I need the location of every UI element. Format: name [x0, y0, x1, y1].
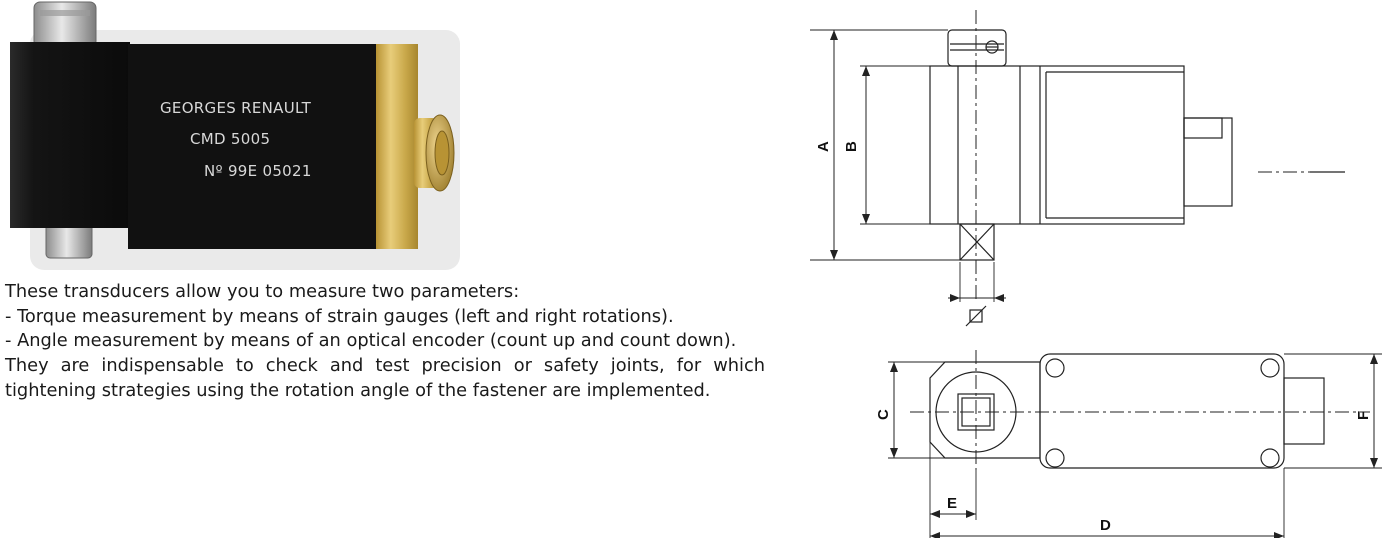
dimension-label-e: E [947, 495, 957, 512]
description-text: These transducers allow you to measure t… [5, 280, 765, 404]
dimension-label-d: D [1100, 517, 1111, 534]
engraving-serial: Nº 99E 05021 [204, 162, 312, 180]
engraving-model: CMD 5005 [190, 130, 270, 148]
connector-icon [414, 114, 455, 192]
square-drive-top [33, 1, 97, 48]
description-closing: They are indispensable to check and test… [5, 355, 765, 401]
dimension-label-f: F [1355, 411, 1372, 420]
dimension-label-a: A [815, 141, 832, 152]
product-photo: GEORGES RENAULT CMD 5005 Nº 99E 05021 [0, 0, 470, 275]
dimension-label-b: B [843, 141, 860, 152]
label-plate [128, 44, 378, 249]
engraving-brand: GEORGES RENAULT [160, 99, 312, 117]
top-view-drawing: C E D F [800, 340, 1387, 538]
dimension-label-c: C [875, 409, 892, 420]
side-view-drawing: A B [800, 0, 1360, 330]
square-drive-symbol-icon [965, 305, 987, 327]
description-intro: These transducers allow you to measure t… [5, 281, 520, 302]
description-item-torque: - Torque measurement by means of strain … [5, 305, 674, 327]
black-housing [10, 42, 130, 228]
brass-body [376, 44, 418, 249]
description-item-angle: - Angle measurement by means of an optic… [5, 330, 737, 352]
